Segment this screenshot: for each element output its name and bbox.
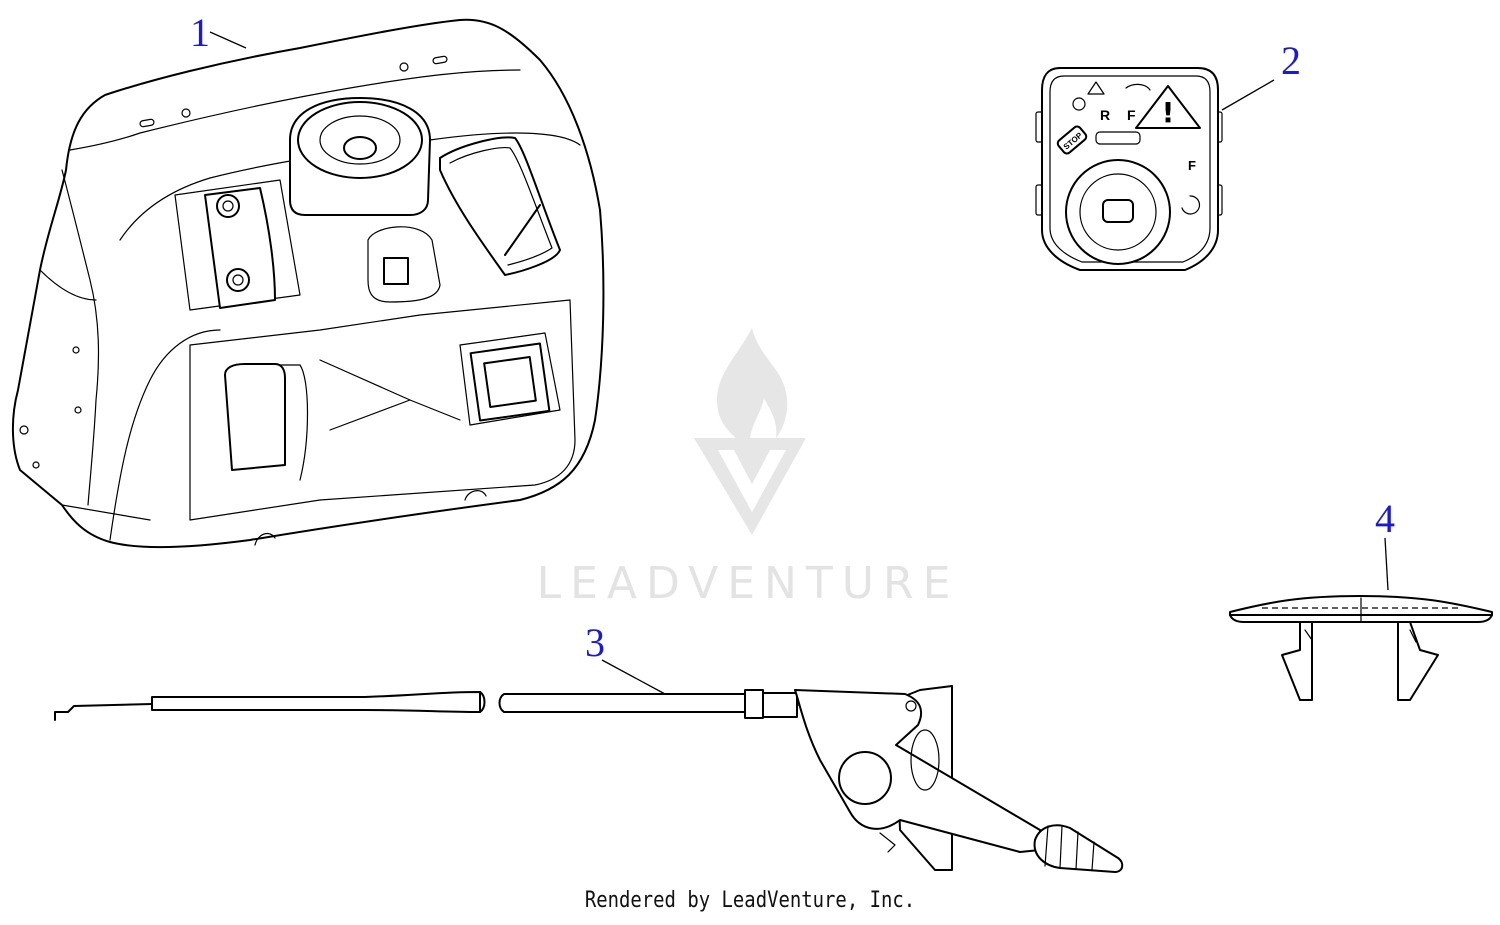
warning-triangle-icon: !	[1135, 85, 1201, 129]
throttle-window	[439, 136, 561, 276]
warning-symbol: !	[1162, 96, 1175, 129]
callout-4-number: 4	[1375, 496, 1395, 541]
flame-logo-icon	[694, 328, 806, 535]
rotate-arrow-icon	[1181, 195, 1201, 215]
pto-button	[459, 332, 561, 426]
part-2-ignition-switch: ! R F STOP F	[1035, 67, 1223, 271]
callout-1-number: 1	[190, 10, 210, 55]
footer-credit: Rendered by LeadVenture, Inc.	[584, 888, 916, 913]
warning-small-icon	[1087, 81, 1105, 95]
center-recess	[367, 226, 441, 303]
part-4-push-retainer	[1229, 595, 1493, 701]
callout-2-number: 2	[1281, 38, 1301, 83]
decal-reverse-label: R	[1100, 107, 1110, 123]
watermark-text: LEADVENTURE	[537, 558, 960, 609]
decal-forward-label: F	[1127, 107, 1136, 123]
part-3-throttle-cable	[54, 685, 1124, 873]
callout-3: 3	[585, 620, 666, 695]
hand-symbol-icon	[1125, 83, 1151, 91]
decal-forward-label-2: F	[1188, 158, 1196, 173]
part-1-dash-console	[11, 18, 605, 549]
key-slot	[1102, 199, 1134, 223]
callout-1: 1	[190, 10, 247, 55]
watermark: LEADVENTURE	[537, 328, 960, 609]
callout-3-number: 3	[585, 620, 605, 665]
key-knob	[289, 97, 431, 216]
mower-deck-icon	[1095, 131, 1141, 145]
switch-pocket-left	[174, 179, 301, 311]
callout-4: 4	[1375, 496, 1395, 591]
callout-2: 2	[1221, 38, 1301, 111]
off-indicator-icon	[1072, 97, 1086, 111]
